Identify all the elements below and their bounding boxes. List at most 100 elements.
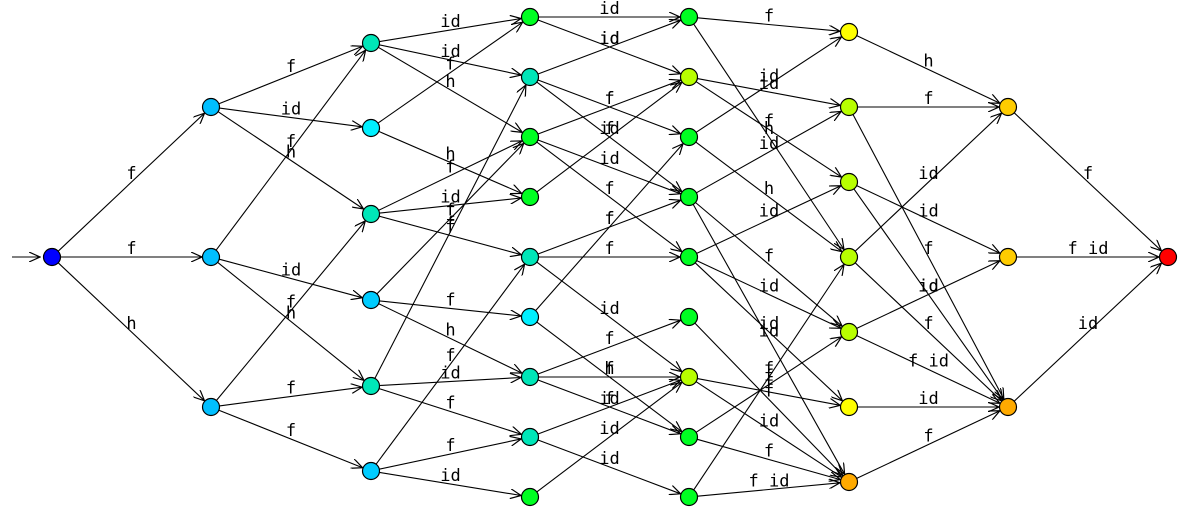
state-circle: [361, 461, 381, 481]
edge-n14-n25: [536, 261, 682, 372]
state-node-n34: [839, 472, 859, 492]
state-node-n9: [361, 461, 381, 481]
edge-n34-n37: [856, 411, 1000, 479]
state-circle: [520, 367, 540, 387]
state-node-n0: [42, 247, 62, 267]
state-node-n4: [361, 33, 381, 53]
edge-n4-n10: [379, 19, 521, 43]
edge-n12-n20: [537, 80, 681, 135]
edge-label: h: [604, 359, 614, 379]
state-circle: [839, 172, 859, 192]
edge-label: id: [440, 12, 460, 32]
edge-label: f: [604, 89, 614, 109]
edge-n20-n30: [695, 81, 841, 177]
edge-label: f: [764, 442, 774, 462]
state-circle: [42, 247, 62, 267]
edge-n2-n4: [215, 50, 366, 251]
edge-label: f: [445, 201, 455, 221]
state-circle: [839, 472, 859, 492]
edge-layer: [57, 17, 1161, 496]
state-circle: [361, 33, 381, 53]
state-node-n13: [520, 187, 540, 207]
edge-n7-n15: [379, 300, 522, 316]
edge-n3-n6: [215, 221, 365, 401]
edge-n12-n23: [536, 141, 682, 252]
edge-label: id: [918, 164, 938, 184]
edge-label: f: [923, 314, 933, 334]
edge-n13-n20: [536, 82, 682, 193]
edge-n8-n11: [374, 85, 526, 379]
state-circle: [679, 367, 699, 387]
edge-label: id: [599, 149, 619, 169]
state-node-n20: [679, 67, 699, 87]
state-node-n38: [1158, 247, 1178, 267]
state-node-n29: [839, 97, 859, 117]
edge-label: f: [604, 179, 614, 199]
edge-n23-n30: [696, 186, 841, 254]
edge-label: id: [759, 67, 779, 87]
edge-n2-n8: [217, 261, 364, 380]
edge-n35-n38: [1013, 112, 1161, 251]
edge-label: id: [281, 100, 301, 120]
edge-label: h: [126, 314, 136, 334]
edge-label: id: [599, 0, 619, 19]
edge-n17-n25: [537, 380, 681, 435]
edge-n31-n35: [854, 113, 1001, 252]
edge-label: f: [286, 379, 296, 399]
edge-label: id: [759, 322, 779, 342]
state-circle: [679, 307, 699, 327]
edge-n0-n1: [57, 113, 204, 252]
edge-n22-n34: [692, 204, 844, 474]
state-circle: [839, 322, 859, 342]
state-node-n7: [361, 290, 381, 310]
edge-label: id: [281, 261, 301, 281]
edge-label: id: [440, 42, 460, 62]
edge-label: f: [445, 436, 455, 456]
edge-n5-n13: [378, 130, 522, 193]
state-node-n17: [520, 427, 540, 447]
edge-label: id: [440, 188, 460, 208]
state-circle: [361, 204, 381, 224]
edge-label: f: [126, 239, 136, 259]
edge-n31-n37: [854, 262, 1001, 401]
edge-label: f: [604, 119, 614, 139]
edge-label: id: [440, 466, 460, 486]
state-node-n6: [361, 204, 381, 224]
edge-n9-n17: [379, 439, 521, 470]
state-node-n33: [839, 397, 859, 417]
edge-n7-n16: [378, 303, 522, 373]
edge-n25-n34: [695, 381, 841, 477]
state-circle: [201, 97, 221, 117]
edge-n9-n14: [375, 264, 524, 465]
edge-n1-n5: [219, 107, 362, 127]
edge-n8-n17: [378, 388, 521, 435]
edge-n19-n31: [693, 23, 844, 249]
edge-n21-n31: [695, 141, 842, 252]
state-circle: [201, 397, 221, 417]
edge-n17-n27: [537, 439, 681, 494]
state-circle: [679, 7, 699, 27]
state-circle: [839, 97, 859, 117]
edge-label: f: [923, 427, 933, 447]
state-node-n8: [361, 376, 381, 396]
edge-label: f: [923, 89, 933, 109]
edge-n26-n32: [695, 337, 841, 433]
edge-label: f: [445, 291, 455, 311]
edge-n37-n38: [1013, 263, 1161, 402]
edge-label: h: [764, 179, 774, 199]
edge-n23-n33: [694, 262, 842, 401]
state-node-n22: [679, 187, 699, 207]
edge-label: id: [599, 119, 619, 139]
state-node-n10: [520, 7, 540, 27]
edge-label: f: [764, 367, 774, 387]
edge-label: f: [764, 7, 774, 27]
edge-n25-n33: [697, 378, 840, 406]
state-circle: [679, 187, 699, 207]
state-node-n36: [998, 247, 1018, 267]
edge-label: f: [445, 346, 455, 366]
edge-n1-n4: [218, 46, 363, 105]
edge-n11-n19: [537, 20, 681, 75]
edge-label: id: [440, 364, 460, 384]
state-node-n25: [679, 367, 699, 387]
state-circle: [520, 307, 540, 327]
